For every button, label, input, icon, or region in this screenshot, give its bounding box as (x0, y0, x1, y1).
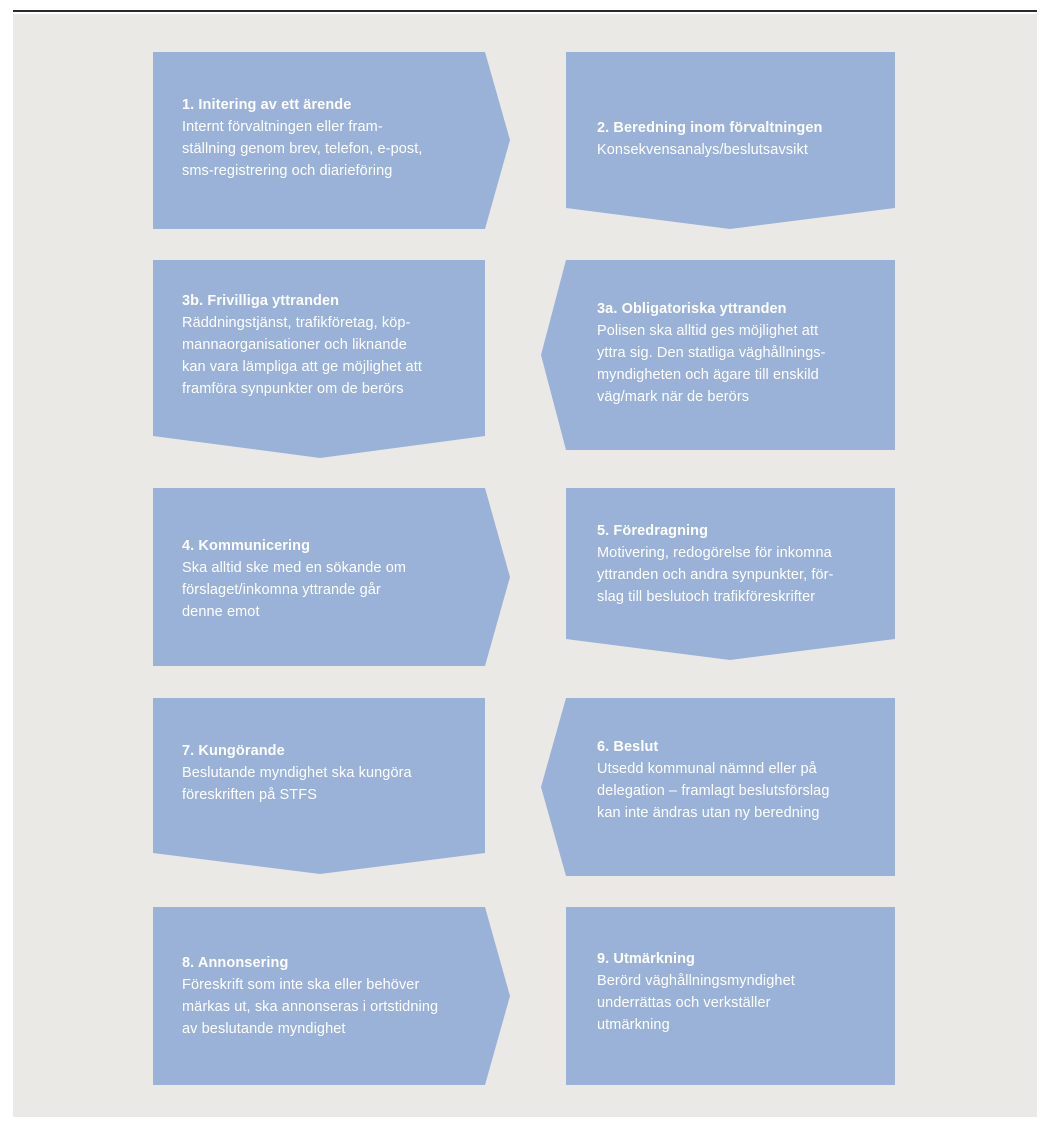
step-3b: 3b. Frivilliga yttranden Räddningstjänst… (182, 290, 422, 400)
step-1-arrow-right (153, 52, 510, 229)
step-title: 3b. Frivilliga yttranden (182, 293, 340, 309)
step-title: 9. Utmärkning (597, 951, 695, 967)
step-title: 7. Kungörande (182, 743, 285, 759)
step-title: 4. Kommunicering (182, 538, 311, 554)
step-description: Berörd väghållningsmyndighet underrättas… (597, 973, 795, 1033)
step-8-arrow-right (153, 907, 510, 1085)
step-description: Beslutande myndighet ska kungöra föreskr… (182, 765, 412, 803)
step-9: 9. Utmärkning Berörd väghållningsmyndigh… (597, 948, 795, 1036)
step-5: 5. Föredragning Motivering, redogörelse … (597, 520, 834, 608)
step-3a: 3a. Obligatoriska yttranden Polisen ska … (597, 298, 826, 408)
step-2-arrow-down (566, 52, 895, 229)
step-6: 6. Beslut Utsedd kommunal nämnd eller på… (597, 736, 830, 824)
step-title: 3a. Obligatoriska yttranden (597, 301, 787, 317)
step-6-arrow-left (541, 698, 895, 876)
step-title: 2. Beredning inom förvaltningen (597, 120, 823, 136)
step-description: Internt förvaltningen eller fram- ställn… (182, 119, 423, 179)
step-description: Utsedd kommunal nämnd eller på delegatio… (597, 761, 830, 821)
step-5-arrow-down (566, 488, 895, 660)
top-rule (13, 10, 1037, 12)
step-7-arrow-down (153, 698, 485, 874)
step-7: 7. Kungörande Beslutande myndighet ska k… (182, 740, 412, 806)
step-title: 6. Beslut (597, 739, 659, 755)
step-8: 8. Annonsering Föreskrift som inte ska e… (182, 952, 438, 1040)
step-1: 1. Initering av ett ärende Internt förva… (182, 94, 423, 182)
step-title: 5. Föredragning (597, 523, 709, 539)
step-title: 1. Initering av ett ärende (182, 97, 352, 113)
step-2: 2. Beredning inom förvaltningen Konsekve… (597, 117, 822, 161)
step-description: Polisen ska alltid ges möjlighet att ytt… (597, 323, 826, 405)
step-4: 4. Kommunicering Ska alltid ske med en s… (182, 535, 406, 623)
step-description: Föreskrift som inte ska eller behöver mä… (182, 977, 439, 1037)
step-4-arrow-right (153, 488, 510, 666)
step-description: Motivering, redogörelse för inkomna yttr… (597, 545, 834, 605)
step-3a-arrow-left (541, 260, 895, 450)
step-description: Ska alltid ske med en sökande om förslag… (182, 560, 407, 620)
step-title: 8. Annonsering (182, 955, 289, 971)
step-description: Räddningstjänst, trafikföretag, köp- man… (182, 315, 422, 397)
step-3b-arrow-down (153, 260, 485, 458)
step-9-box (566, 907, 895, 1085)
step-description: Konsekvensanalys/beslutsavsikt (597, 142, 808, 158)
